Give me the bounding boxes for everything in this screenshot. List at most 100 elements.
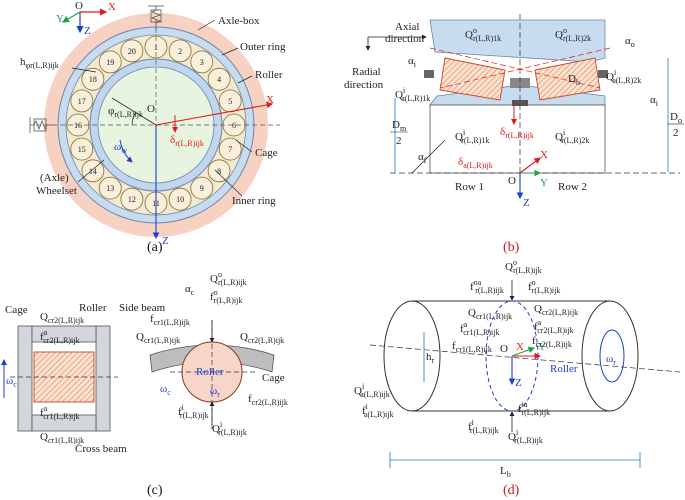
roller-number-6: 6 bbox=[232, 121, 236, 130]
c-f-cr2-r: fcr2(L,R)ijk bbox=[248, 393, 288, 407]
do-den: 2 bbox=[673, 127, 679, 139]
delta-r-b: δr(L,R)ijk bbox=[500, 126, 534, 140]
do-label: Do bbox=[670, 111, 682, 125]
label-cage: Cage bbox=[255, 147, 278, 159]
roller-14 bbox=[81, 159, 105, 183]
axial-direction-2: direction bbox=[385, 33, 425, 45]
b-axis-x: X bbox=[540, 149, 548, 161]
c-omega-c: ωc bbox=[6, 375, 17, 389]
roller-4 bbox=[207, 67, 231, 91]
label-axle-box: Axle-box bbox=[218, 15, 260, 27]
roller-17 bbox=[70, 89, 94, 113]
axis-o-label: O bbox=[75, 0, 83, 12]
roller-20 bbox=[120, 39, 144, 63]
side-beam-right bbox=[95, 325, 111, 432]
wheelset-axle bbox=[429, 104, 606, 174]
c-side-beam-label: Side beam bbox=[119, 302, 166, 314]
roller-row1 bbox=[439, 57, 506, 101]
roller-15 bbox=[70, 137, 94, 161]
axial-direction-1: Axial bbox=[395, 21, 419, 33]
panel-a: 1234567891011121314151617181920 O X Y Z … bbox=[20, 0, 286, 255]
b-axis-y: Y bbox=[540, 177, 548, 189]
c-cage-label: Cage bbox=[5, 304, 28, 316]
d-axis-y: Y bbox=[538, 341, 546, 353]
dm-den: 2 bbox=[396, 135, 402, 147]
d-q-cr1: Qcr1(L,R)ijk bbox=[468, 307, 512, 321]
roller-9 bbox=[190, 176, 214, 200]
center-z-label: Z bbox=[162, 235, 169, 247]
roller-number-17: 17 bbox=[78, 97, 86, 106]
label-outer-ring: Outer ring bbox=[240, 41, 286, 53]
spring-left-icon bbox=[29, 117, 52, 133]
label-axle: (Axle) bbox=[40, 172, 69, 184]
c-omega-c2: ωc bbox=[160, 383, 171, 397]
roller-number-16: 16 bbox=[74, 121, 82, 130]
roller-number-12: 12 bbox=[128, 195, 136, 204]
center-o-label: O bbox=[147, 103, 155, 115]
roller-number-3: 3 bbox=[200, 58, 204, 67]
rollers-group: 1234567891011121314151617181920 bbox=[66, 35, 246, 215]
roller-number-7: 7 bbox=[228, 145, 232, 154]
axis-y-label: Y bbox=[56, 13, 64, 25]
c-cross-beam-label: Cross beam bbox=[75, 443, 127, 455]
c-alpha-c: αc bbox=[185, 283, 195, 297]
roller-10 bbox=[168, 187, 192, 211]
axis-z-label: Z bbox=[84, 25, 91, 37]
roller-number-19: 19 bbox=[106, 58, 114, 67]
c-roller-center: Roller bbox=[196, 366, 224, 378]
c-cage-right: Cage bbox=[262, 372, 285, 384]
b-axis-z: Z bbox=[523, 197, 530, 209]
radial-direction-1: Radial bbox=[352, 66, 381, 78]
roller-19 bbox=[98, 50, 122, 74]
roller-number-14: 14 bbox=[89, 167, 97, 176]
roller-18 bbox=[81, 67, 105, 91]
roller-number-18: 18 bbox=[89, 75, 97, 84]
panel-c: Cage Roller Side beam Cross beam Qcr2(L,… bbox=[0, 270, 288, 498]
omega-r-ellipse bbox=[599, 329, 625, 383]
d-h-r: hr bbox=[426, 351, 435, 365]
d-f-cr1: fcr1(L,R)ijk bbox=[452, 340, 492, 354]
side-beam-left bbox=[17, 325, 33, 432]
label-inner-ring: Inner ring bbox=[232, 195, 276, 207]
roller-7 bbox=[218, 137, 242, 161]
alpha-o: αo bbox=[625, 35, 635, 49]
c-q-cr1: Qcr1(L,R)ijk bbox=[40, 431, 84, 445]
roller-number-9: 9 bbox=[200, 184, 204, 193]
outer-ring-section bbox=[429, 19, 606, 63]
d-f-cr2: fcr2(L,R)ijk bbox=[532, 335, 572, 349]
row2-label: Row 2 bbox=[558, 181, 587, 193]
caption-b: (b) bbox=[503, 240, 520, 255]
axis-x-label: X bbox=[108, 1, 116, 13]
omega-w-label: ωw bbox=[114, 141, 127, 155]
roller-13 bbox=[98, 176, 122, 200]
roller-number-8: 8 bbox=[217, 167, 221, 176]
roller-number-10: 10 bbox=[176, 195, 184, 204]
label-roller: Roller bbox=[255, 69, 283, 81]
c-q-cr2: Qcr2(L,R)ijk bbox=[40, 311, 84, 325]
roller-row2 bbox=[534, 57, 601, 101]
caption-a: (a) bbox=[147, 240, 163, 255]
roller-3 bbox=[190, 50, 214, 74]
c-q-cr2-r: Qcr2(L,R)ijk bbox=[240, 331, 284, 345]
alpha-i-right: αi bbox=[650, 94, 659, 108]
caption-d: (d) bbox=[503, 483, 520, 498]
caption-c: (c) bbox=[147, 483, 163, 498]
delta-label: δr(L,R)ijk bbox=[170, 134, 204, 148]
c-f-cr1: fcr1(L,R)ijk bbox=[150, 313, 190, 327]
